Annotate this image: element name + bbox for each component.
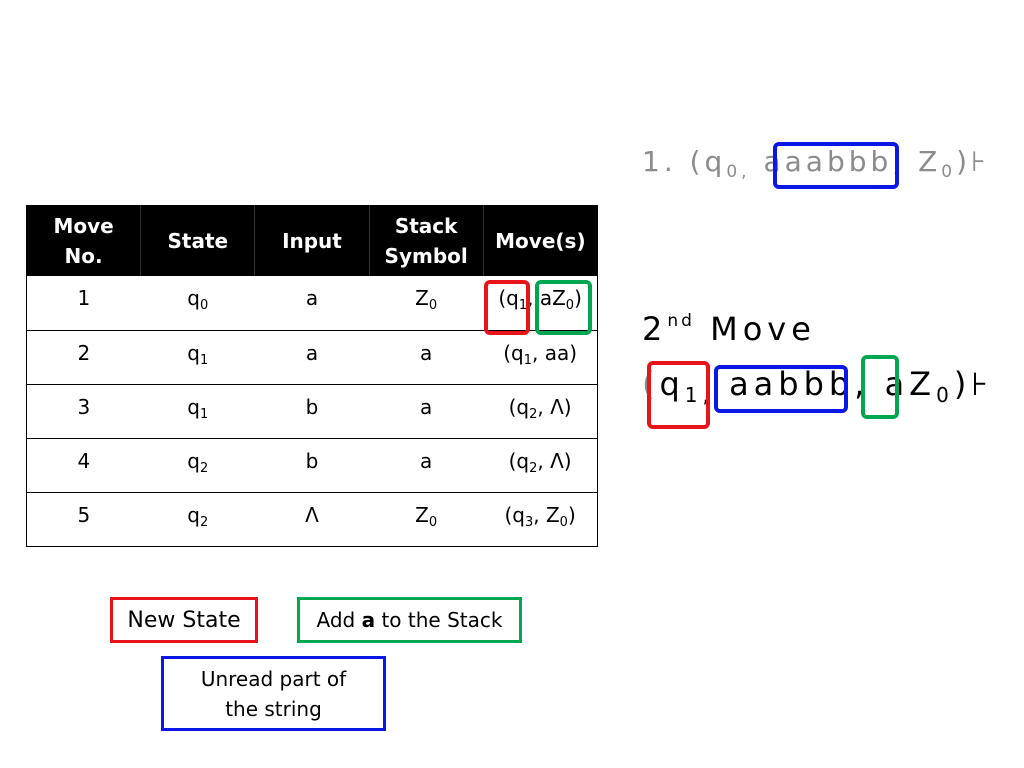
cell-move-no: 5 xyxy=(26,491,141,546)
header-moves: Move(s) xyxy=(482,205,598,276)
cell-moves: (q3, Z0) xyxy=(483,491,598,546)
cell-move-no: 4 xyxy=(26,437,141,492)
cell-move-no: 2 xyxy=(26,329,141,384)
cell-input: a xyxy=(305,286,319,310)
cell-stack-symbol: a xyxy=(369,383,484,438)
config2-push-highlight xyxy=(861,355,899,419)
cell-stack-symbol: a xyxy=(369,329,484,384)
transition-table: Move No. State Input Stack Symbol Move(s… xyxy=(26,205,598,547)
config2-stack-sub: 0 xyxy=(936,383,954,407)
legend-new-state: New State xyxy=(110,597,258,643)
cell-moves: (q2, Λ) xyxy=(483,437,598,492)
config1-stack-sub: 0 xyxy=(941,162,957,182)
header-input: Input xyxy=(254,205,370,276)
cell-moves: (q1, aa) xyxy=(483,329,598,384)
legend-add-label: Add a to the Stack xyxy=(317,608,503,632)
legend-add-bold: a xyxy=(361,608,376,632)
cell-stack-symbol: a xyxy=(369,437,484,492)
legend-add-to-stack: Add a to the Stack xyxy=(297,597,522,643)
config2-push: a xyxy=(884,365,910,403)
new-state-highlight xyxy=(484,280,530,335)
cell-state: q1 xyxy=(140,383,255,438)
config1-unread-highlight xyxy=(773,142,899,189)
cell-moves: (q2, Λ) xyxy=(483,383,598,438)
header-stack-symbol: Stack Symbol xyxy=(368,205,484,276)
config2-stack: Z xyxy=(909,365,937,403)
push-highlight xyxy=(535,280,592,335)
config2-state: q xyxy=(659,365,685,403)
cell-input: b xyxy=(254,437,370,492)
config1-suffix: )⊦ xyxy=(956,145,990,178)
cell-input: b xyxy=(254,383,370,438)
config2-suffix: )⊦ xyxy=(953,365,993,403)
table-header-row: Move No. State Input Stack Symbol Move(s… xyxy=(26,205,598,276)
cell-input: Λ xyxy=(254,491,370,546)
cell-move-no: 3 xyxy=(26,383,141,438)
legend-unread: Unread part of the string xyxy=(161,656,386,731)
cell-move-no: 1 xyxy=(77,286,91,310)
cell-state: q0 xyxy=(187,286,209,313)
cell-moves: (q1, aZ0) xyxy=(498,286,582,313)
heading-number: 2 xyxy=(642,310,668,348)
config1-prefix: 1. (q xyxy=(642,145,727,178)
second-move-heading: 2nd Move xyxy=(642,310,816,348)
heading-word: Move xyxy=(710,310,816,348)
second-move-config: (q1, aabbb, aZ0)⊦ xyxy=(642,365,993,405)
cell-state: q2 xyxy=(140,491,255,546)
config2-state-highlight xyxy=(647,361,710,429)
cell-stack-symbol: Z0 xyxy=(369,491,484,546)
config1-state-sub: 0, xyxy=(726,162,751,182)
first-move-config: 1. (q0, aaabbb, Z0)⊦ xyxy=(642,145,990,181)
cell-state: q2 xyxy=(140,437,255,492)
config2-state-sub: 1, xyxy=(684,383,714,407)
cell-stack-symbol: Z0 xyxy=(415,286,438,313)
header-move-no: Move No. xyxy=(26,205,141,276)
legend-unread-label: Unread part of the string xyxy=(200,666,347,721)
legend-new-state-label: New State xyxy=(127,607,241,633)
header-state: State xyxy=(140,205,255,276)
config2-unread-highlight xyxy=(714,365,848,413)
cell-state: q1 xyxy=(140,329,255,384)
config2-unread: aabbb xyxy=(729,365,855,403)
heading-ordinal: nd xyxy=(667,311,695,331)
config2-comma: , xyxy=(854,365,870,403)
legend-add-post: to the Stack xyxy=(375,608,503,632)
table-row: 1 q0 a Z0 (q1, aZ0) xyxy=(27,276,598,330)
cell-input: a xyxy=(254,329,370,384)
config1-unread: aabbb, xyxy=(784,145,906,178)
config1-stack: Z xyxy=(918,145,942,178)
legend-add-pre: Add xyxy=(316,608,362,632)
